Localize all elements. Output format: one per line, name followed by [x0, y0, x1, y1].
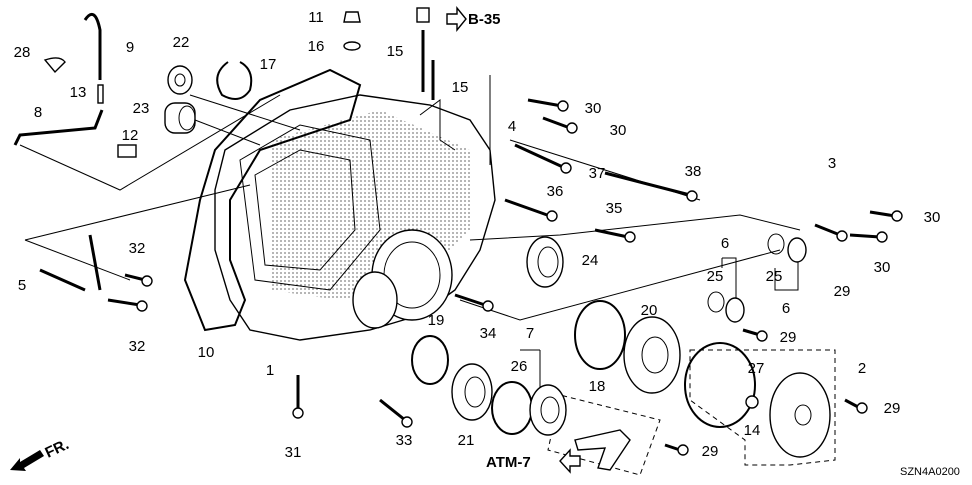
bearings-and-seals: [164, 11, 831, 471]
part-number-label[interactable]: 6: [721, 235, 729, 252]
reference-atm7[interactable]: ATM-7: [486, 454, 531, 471]
part-number-label[interactable]: 10: [198, 344, 215, 361]
part-number-label[interactable]: 4: [508, 118, 516, 135]
part-number-label[interactable]: 38: [685, 163, 702, 180]
diagram-code: SZN4A0200: [900, 466, 960, 478]
part-number-label[interactable]: 1: [266, 362, 274, 379]
bolts: [39, 7, 903, 456]
part-number-label[interactable]: 13: [70, 84, 87, 101]
part-number-label[interactable]: 30: [585, 100, 602, 117]
part-number-label[interactable]: 15: [387, 43, 404, 60]
part-number-label[interactable]: 32: [129, 338, 146, 355]
front-direction-label: FR.: [43, 436, 72, 462]
part-number-label[interactable]: 30: [874, 259, 891, 276]
part-number-label[interactable]: 17: [260, 56, 277, 73]
atm7-arrow-icon: [559, 448, 581, 474]
part-number-label[interactable]: 16: [308, 38, 325, 55]
part-number-label[interactable]: 31: [285, 444, 302, 461]
part-number-label[interactable]: 5: [18, 277, 26, 294]
part-number-label[interactable]: 7: [526, 325, 534, 342]
part-number-label[interactable]: 2: [858, 360, 866, 377]
part-number-label[interactable]: 6: [782, 300, 790, 317]
part-number-label[interactable]: 3: [828, 155, 836, 172]
transmission-housing: [214, 94, 496, 341]
part-number-label[interactable]: 30: [610, 122, 627, 139]
part-number-label[interactable]: 32: [129, 240, 146, 257]
part-number-label[interactable]: 18: [589, 378, 606, 395]
reference-b35[interactable]: B-35: [468, 11, 501, 28]
part-number-label[interactable]: 27: [748, 360, 765, 377]
part-number-label[interactable]: 21: [458, 432, 475, 449]
part-number-label[interactable]: 29: [702, 443, 719, 460]
part-number-label[interactable]: 29: [884, 400, 901, 417]
part-number-label[interactable]: 34: [480, 325, 497, 342]
part-number-label[interactable]: 11: [308, 9, 324, 26]
part-number-label[interactable]: 29: [834, 283, 851, 300]
part-number-label[interactable]: 26: [511, 358, 528, 375]
leader-lines: [19, 75, 836, 476]
part-number-label[interactable]: 9: [126, 39, 134, 56]
part-number-label[interactable]: 24: [582, 252, 599, 269]
part-number-label[interactable]: 22: [173, 34, 190, 51]
gasket: [183, 68, 362, 332]
part-number-label[interactable]: 33: [396, 432, 413, 449]
part-number-label[interactable]: 35: [606, 200, 623, 217]
front-direction-arrow-icon: [10, 450, 44, 471]
part-number-label[interactable]: 12: [122, 127, 139, 144]
part-number-label[interactable]: 20: [641, 302, 658, 319]
part-number-label[interactable]: 30: [924, 209, 941, 226]
part-number-label[interactable]: 15: [452, 79, 469, 96]
part-number-label[interactable]: 25: [766, 268, 783, 285]
part-number-label[interactable]: 28: [14, 44, 31, 61]
b35-arrow-icon: [446, 6, 467, 32]
part-number-label[interactable]: 14: [744, 422, 761, 439]
part-number-label[interactable]: 8: [34, 104, 42, 121]
part-number-label[interactable]: 29: [780, 329, 797, 346]
part-number-label[interactable]: 23: [133, 100, 150, 117]
part-number-label[interactable]: 37: [589, 165, 606, 182]
part-number-label[interactable]: 25: [707, 268, 724, 285]
hose-and-clamps: [13, 12, 137, 158]
part-number-label[interactable]: 19: [428, 312, 445, 329]
part-number-label[interactable]: 36: [547, 183, 564, 200]
